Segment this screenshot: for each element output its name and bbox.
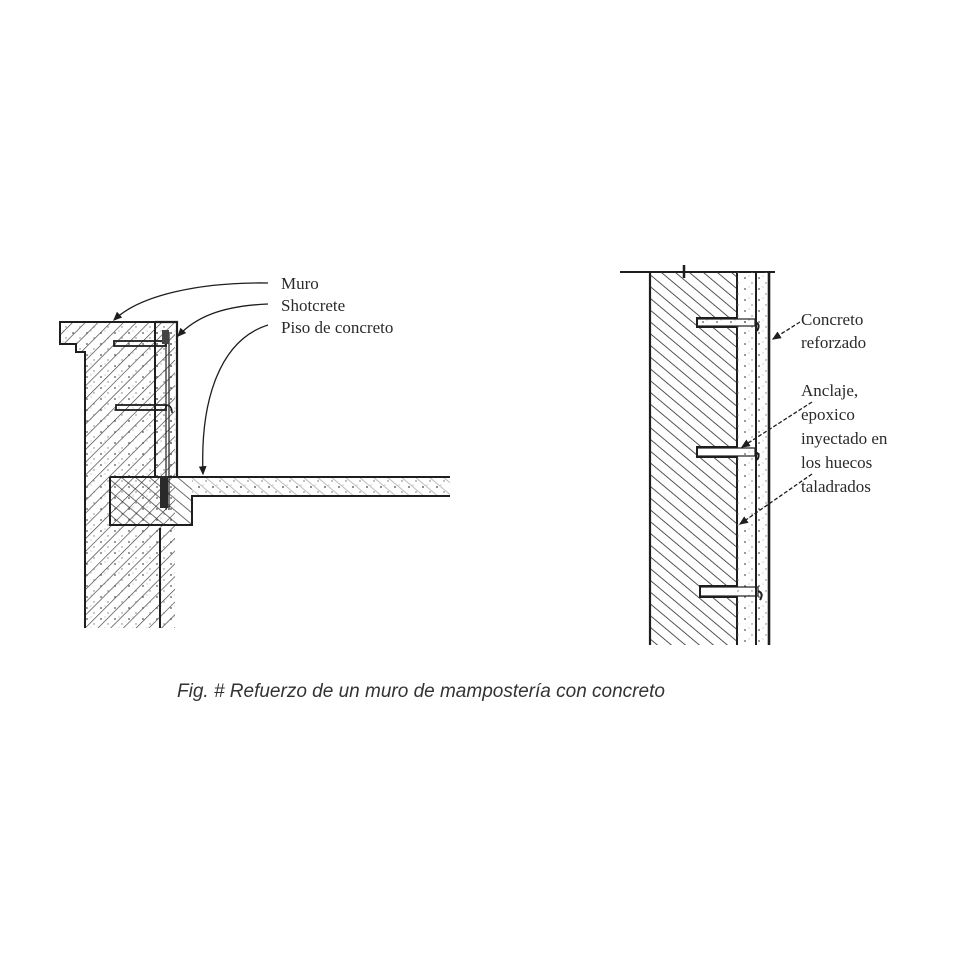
leader-lines-right [738,321,813,525]
label-piso-de-concreto: Piso de concreto [281,318,393,337]
label-huecos: los huecos [801,453,872,472]
right-detail: Concreto reforzado Anclaje, epoxico inye… [620,265,888,645]
reinforced-concrete-layer [737,272,771,645]
right-labels: Concreto reforzado Anclaje, epoxico inye… [801,310,888,496]
label-concreto: Concreto [801,310,863,329]
label-epoxico: epoxico [801,405,855,424]
anchor-bars-right [696,318,763,601]
anchor-bars-left [113,330,173,414]
label-reforzado: reforzado [801,333,866,352]
label-shotcrete: Shotcrete [281,296,345,315]
left-labels: Muro Shotcrete Piso de concreto [281,274,393,337]
left-detail: Muro Shotcrete Piso de concreto [59,274,450,628]
masonry-wall [59,321,175,628]
figure-caption: Fig. # Refuerzo de un muro de mamposterí… [177,681,665,702]
label-inyectado: inyectado en [801,429,888,448]
label-taladrados: taladrados [801,477,871,496]
masonry-wall-right [648,272,738,645]
leader-lines-left [113,282,269,476]
label-muro: Muro [281,274,319,293]
concrete-floor [109,476,450,526]
label-anclaje: Anclaje, [801,381,858,400]
